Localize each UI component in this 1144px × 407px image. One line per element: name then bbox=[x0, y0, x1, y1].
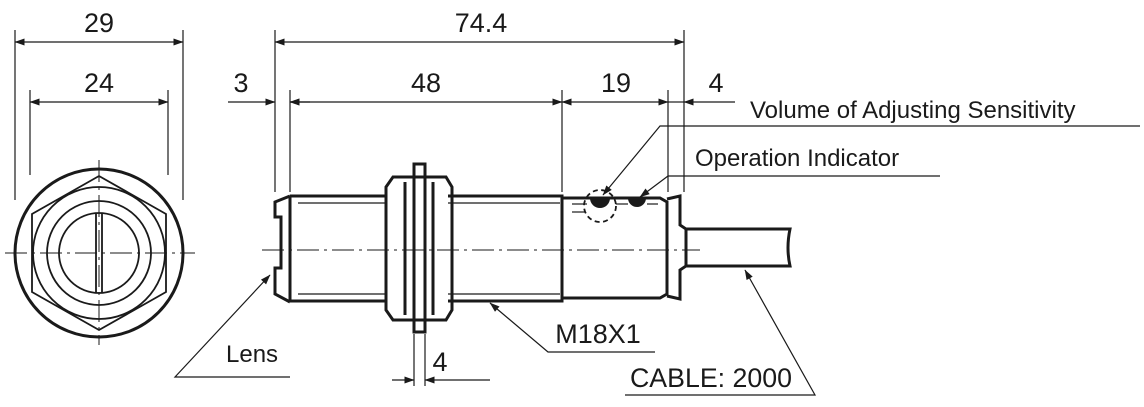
dim-thread-length: 48 bbox=[411, 68, 441, 98]
cable-boot bbox=[666, 194, 688, 301]
cable-leader bbox=[625, 269, 817, 396]
label-thread: M18X1 bbox=[555, 319, 641, 349]
dim-lens-cap: 3 bbox=[233, 68, 248, 98]
dim-front-hex-width: 24 bbox=[84, 68, 114, 98]
side-view bbox=[262, 30, 792, 334]
dim-cable-boot: 4 bbox=[708, 68, 723, 98]
label-cable: CABLE: 2000 bbox=[630, 363, 792, 393]
cable bbox=[686, 227, 792, 268]
dim-front-outer-width: 29 bbox=[84, 8, 114, 38]
indicator-leader bbox=[639, 175, 940, 198]
label-sensitivity: Volume of Adjusting Sensitivity bbox=[750, 97, 1076, 124]
threaded-body bbox=[290, 194, 564, 303]
thread-leader bbox=[489, 302, 655, 353]
lens-leader bbox=[173, 274, 290, 378]
sensitivity-dial-outline bbox=[583, 189, 617, 223]
lens-cap bbox=[273, 194, 291, 304]
label-indicator: Operation Indicator bbox=[695, 145, 899, 172]
rear-housing bbox=[562, 196, 669, 300]
front-view bbox=[5, 30, 195, 345]
sensitivity-leader bbox=[602, 125, 1140, 196]
washer bbox=[412, 162, 427, 334]
label-lens: Lens bbox=[226, 341, 278, 368]
dim-rear-section: 19 bbox=[601, 68, 631, 98]
dim-nut-thickness: 4 bbox=[432, 347, 447, 377]
hex-nut bbox=[384, 175, 454, 322]
sensitivity-volume-icon bbox=[590, 198, 610, 208]
dim-total-length: 74.4 bbox=[455, 8, 508, 38]
operation-indicator-led bbox=[628, 198, 646, 207]
